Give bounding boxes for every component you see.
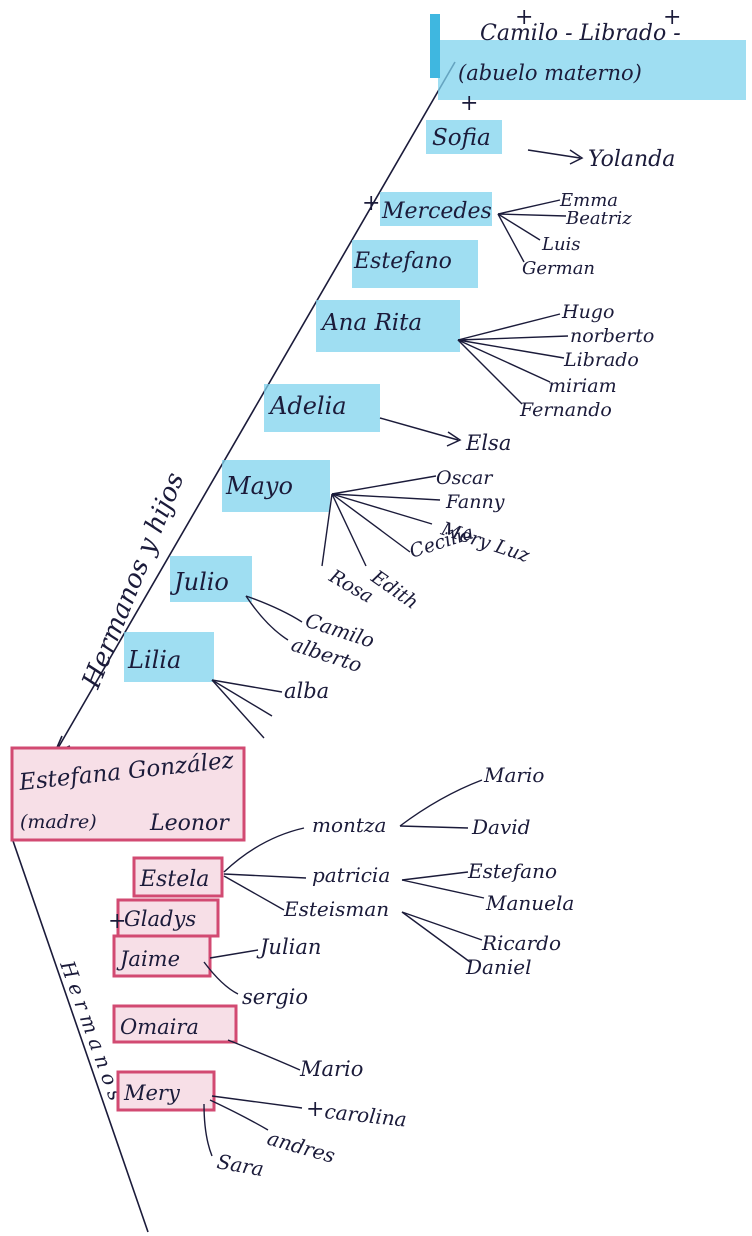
child-name-beatriz: Beatriz [565,208,632,229]
child-name-german: German [522,258,595,279]
child-name-sara: Sara [215,1149,266,1181]
child-name-carolina: carolina [323,1099,407,1131]
grandparents-box [438,40,746,100]
sibling-box-adelia [264,384,380,432]
child-name-omaira: Omaira [120,1015,199,1039]
child-name-sergio: sergio [242,985,308,1009]
lilia-branch-lines [211,679,283,739]
child-box-omaira [112,1004,238,1044]
sibling-box-estefano [352,240,478,288]
sibling-box-julio [170,556,252,602]
child-name-estela: Estela [139,867,209,892]
great-grandchild-david: David [471,815,530,839]
grandchild-name-patricia: patricia [312,863,390,887]
estela-branch-lines [223,827,307,911]
sibling-name-adelia: Adelia [268,392,347,420]
sibling-box-ana-rita [316,300,460,352]
child-name-fernando: Fernando [519,399,612,421]
child-name-hugo: Hugo [561,301,614,323]
mercedes-deceased-mark: + [362,191,380,216]
grandchild-name-esteisman: Esteisman [283,897,389,921]
sibling-name-mercedes: Mercedes [381,199,492,224]
great-grandchild-ricardo: Ricardo [481,931,561,955]
child-box-mery [116,1070,216,1112]
grandfather-deceased-mark: + [515,5,533,30]
mercedes-branch-lines [497,199,567,263]
children-spine-line [11,837,149,1233]
mayo-branch-lines [321,475,441,567]
child-name-mario: Mario [299,1057,363,1081]
great-grandchild-manuela: Manuela [485,891,574,915]
sibling-name-estefano: Estefano [353,249,452,274]
gladys-deceased-mark: + [108,909,126,934]
child-name-librado: Librado [563,349,639,371]
sibling-name-julio: Julio [169,568,229,596]
grandparents-role: (abuelo materno) [458,61,642,85]
ana-rita-branch-lines [457,313,569,405]
sofia-deceased-mark: + [460,91,478,116]
sibling-name-ana-rita: Ana Rita [320,310,422,336]
sibling-box-lilia [124,632,214,682]
grandparents-names: Camilo - Librado - [480,21,681,46]
mery-branch-lines [203,1095,303,1157]
child-name-emma: Emma [559,190,618,211]
sibling-box-mercedes [380,192,492,226]
child-box-jaime [112,934,212,978]
sibling-box-sofia [426,120,502,154]
child-name-mery: Mery [123,1081,181,1105]
sibling-name-sofia: Sofia [432,125,491,151]
great-grandchild-daniel: Daniel [465,955,531,979]
grandchildren-branch-lines [399,779,485,963]
mother-box [10,746,246,842]
great-grandchild-estefano: Estefano [467,859,557,883]
jaime-branch-lines [203,949,259,995]
sofia-arrow-icon [569,149,584,165]
child-name-oscar: Oscar [436,467,494,489]
sibling-box-mayo [222,460,330,512]
adelia-arrow-icon [446,431,462,447]
adelia-child-line [379,417,459,441]
child-name-elsa: Elsa [465,431,511,455]
sibling-name-lilia: Lilia [127,646,181,674]
mother-spouse: Leonor [149,811,230,836]
great-grandchild-mario: Mario [483,763,544,787]
child-name-rosa: Rosa [325,565,377,608]
child-name-yolanda: Yolanda [588,147,675,172]
child-name-miriam: miriam [548,375,617,397]
child-name-gladys: Gladys [124,907,196,931]
sibling-name-mayo: Mayo [225,472,293,500]
child-name-alba: alba [284,679,329,703]
child-box-estela [132,856,224,898]
omaira-branch-line [227,1039,301,1071]
child-name-julian: Julian [256,935,321,959]
julio-branch-lines [245,595,303,641]
sofia-child-line [527,149,581,159]
carolina-deceased-mark: + [306,1097,324,1122]
child-name-norberto: norberto [570,325,654,347]
child-name-fanny: Fanny [445,491,505,513]
grandparents-box-edge [430,14,440,78]
child-name-luis: Luis [541,234,581,255]
mother-role: (madre) [20,811,97,833]
grandchild-name-montza: montza [312,813,386,837]
child-name-andres: andres [265,1126,338,1168]
child-name-jaime: Jaime [116,947,180,971]
grandmother-deceased-mark: + [663,5,681,30]
